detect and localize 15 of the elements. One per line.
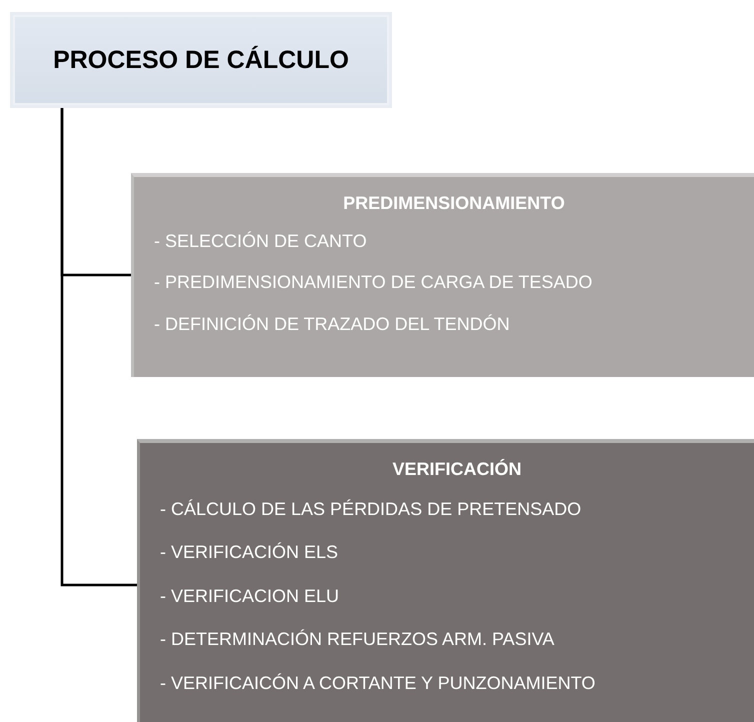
list-item: - DEFINICIÓN DE TRAZADO DEL TENDÓN	[154, 314, 510, 336]
heading: PROCESO DE CÁLCULO	[53, 46, 349, 74]
heading: VERIFICACIÓN	[392, 459, 522, 481]
list-item: - SELECCIÓN DE CANTO	[154, 230, 367, 252]
list-item: - CÁLCULO DE LAS PÉRDIDAS DE PRETENSADO	[160, 498, 582, 520]
list-item: - DETERMINACIÓN REFUERZOS ARM. PASIVA	[160, 629, 554, 651]
list-item: - VERIFICACION ELU	[160, 586, 340, 608]
process-box	[137, 439, 754, 722]
connector-line	[60, 108, 137, 586]
list-item: - PREDIMENSIONAMIENTO DE CARGA DE TESADO	[154, 272, 592, 294]
heading: PREDIMENSIONAMIENTO	[343, 193, 565, 215]
root-box	[10, 12, 392, 108]
list-item: - VERIFICACIÓN ELS	[160, 542, 338, 564]
process-box	[131, 173, 754, 377]
list-item: - VERIFICAICÓN A CORTANTE Y PUNZONAMIENTO	[160, 672, 596, 695]
